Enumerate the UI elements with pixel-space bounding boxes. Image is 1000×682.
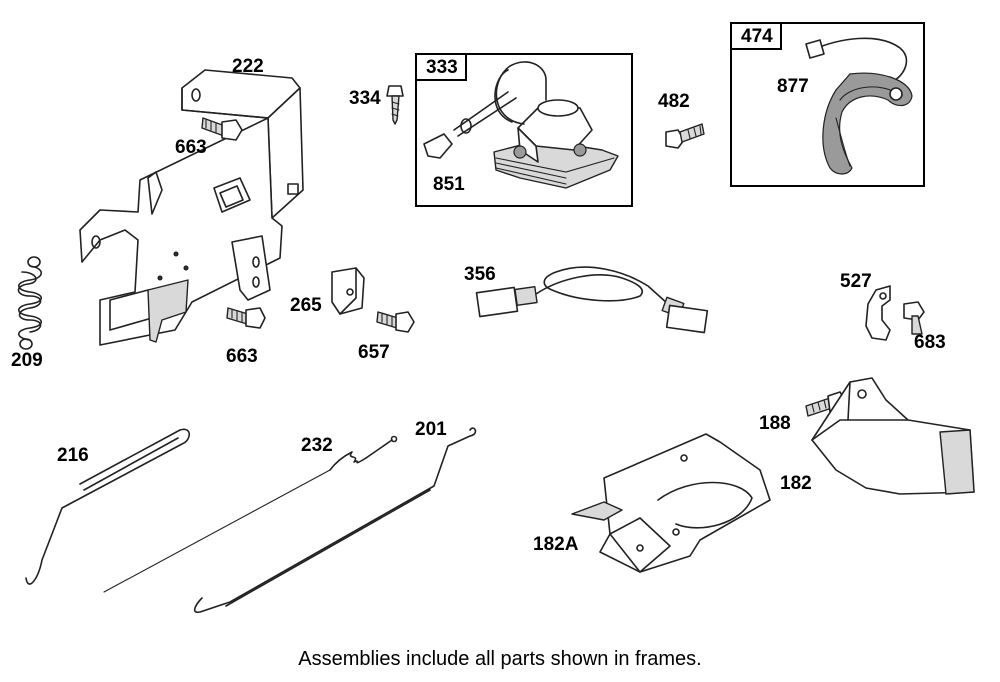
control-bracket-222	[79, 69, 304, 346]
part-label-851: 851	[433, 174, 465, 195]
wire-877	[805, 37, 913, 175]
part-label-683: 683	[914, 332, 946, 353]
part-label-334: 334	[349, 88, 381, 109]
clip-527	[865, 285, 891, 341]
part-label-201: 201	[415, 419, 447, 440]
part-label-877: 877	[777, 76, 809, 97]
part-label-356: 356	[464, 264, 496, 285]
assembly-caption: Assemblies include all parts shown in fr…	[298, 648, 702, 670]
bracket-182a	[571, 433, 771, 573]
link-201	[193, 427, 477, 614]
spring-209	[17, 256, 43, 350]
screw-683	[903, 301, 925, 335]
part-label-482: 482	[658, 91, 690, 112]
part-label-182: 182	[780, 473, 812, 494]
screw-334	[386, 85, 404, 125]
part-label-216: 216	[57, 445, 89, 466]
part-label-265: 265	[290, 295, 322, 316]
frame-label-474: 474	[730, 22, 782, 50]
part-label-182a: 182A	[533, 534, 579, 555]
bolt-663-lower	[226, 307, 266, 329]
wire-356	[475, 266, 709, 334]
assembly-frame-333: 333	[415, 53, 633, 207]
clip-265	[331, 267, 365, 315]
bolt-663-upper	[201, 117, 243, 141]
part-label-657: 657	[358, 342, 390, 363]
part-label-232: 232	[301, 435, 333, 456]
part-label-222: 222	[232, 56, 264, 77]
spring-link-232	[103, 435, 398, 593]
shield-182	[811, 377, 975, 495]
assembly-frame-474: 474	[730, 22, 925, 187]
screw-482	[665, 123, 705, 149]
part-label-188: 188	[759, 413, 791, 434]
part-label-527: 527	[840, 271, 872, 292]
part-label-663-lower: 663	[226, 346, 258, 367]
ignition-coil-851	[423, 61, 619, 189]
frame-label-333: 333	[415, 53, 467, 81]
part-label-209: 209	[11, 350, 43, 371]
screw-657	[376, 311, 415, 333]
part-label-663-upper: 663	[175, 137, 207, 158]
link-216	[25, 428, 191, 585]
